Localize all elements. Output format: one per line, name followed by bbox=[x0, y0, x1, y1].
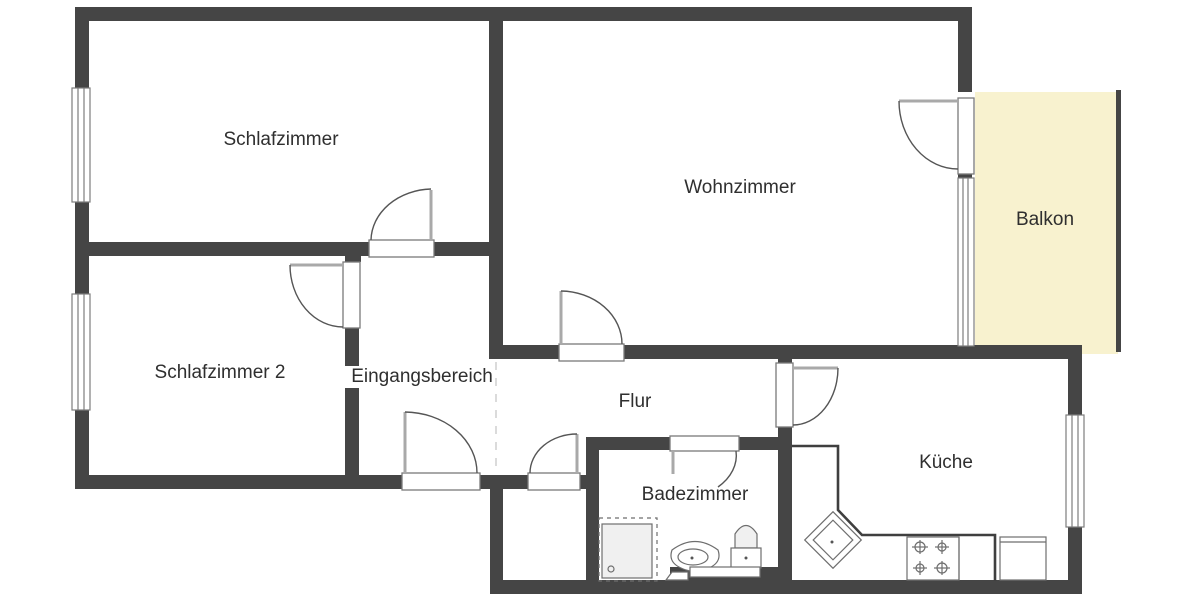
room-label-wohnzimmer: Wohnzimmer bbox=[684, 177, 796, 198]
shower-tray bbox=[598, 517, 658, 582]
balcony-area bbox=[975, 92, 1118, 354]
door-balkon[interactable] bbox=[898, 97, 975, 175]
window-schlafzimmer-2 bbox=[71, 293, 91, 411]
door-wohnzimmer[interactable] bbox=[558, 290, 625, 362]
walls bbox=[75, 7, 1082, 594]
kitchen-counter bbox=[792, 444, 997, 581]
room-label-eingangsbereich: Eingangsbereich bbox=[351, 366, 493, 387]
room-label-balkon: Balkon bbox=[1016, 209, 1074, 230]
balcony-railing bbox=[1116, 90, 1121, 352]
bath-shelf bbox=[689, 566, 761, 578]
room-label-badezimmer: Badezimmer bbox=[642, 484, 749, 505]
stove-icon bbox=[906, 536, 960, 581]
room-label-schlafzimmer: Schlafzimmer bbox=[223, 129, 339, 150]
kitchen-sink-icon bbox=[803, 510, 863, 570]
room-label-flur: Flur bbox=[619, 391, 652, 412]
toilet-icon bbox=[730, 524, 762, 569]
room-label-kueche: Küche bbox=[919, 452, 973, 473]
fridge-icon bbox=[999, 536, 1047, 581]
window-wohnzimmer-balkon bbox=[957, 177, 975, 347]
window-kueche bbox=[1065, 414, 1085, 528]
door-entrance[interactable] bbox=[401, 411, 481, 491]
window-schlafzimmer bbox=[71, 87, 91, 203]
washbasin-icon bbox=[664, 540, 720, 581]
door-schlafzimmer[interactable] bbox=[368, 188, 435, 258]
door-badezimmer[interactable] bbox=[669, 435, 740, 488]
room-label-schlafzimmer-2: Schlafzimmer 2 bbox=[155, 362, 286, 383]
door-abstellraum[interactable] bbox=[527, 433, 581, 491]
door-kueche[interactable] bbox=[775, 362, 839, 428]
door-schlafzimmer-2[interactable] bbox=[289, 261, 361, 329]
